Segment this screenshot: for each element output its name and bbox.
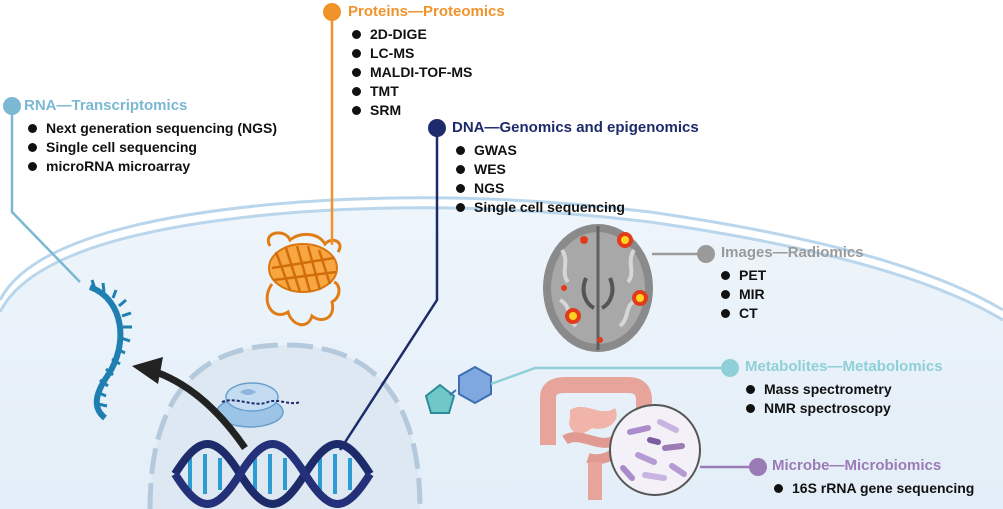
images-dot	[697, 245, 715, 263]
dna-connector	[338, 128, 439, 451]
rna-item: microRNA microarray	[24, 157, 277, 176]
dna-title: DNA—Genomics and epigenomics	[452, 119, 699, 136]
proteins-title: Proteins—Proteomics	[348, 3, 505, 20]
dna-item: NGS	[452, 179, 699, 198]
microbe-title: Microbe—Microbiomics	[772, 457, 942, 474]
images-item: CT	[717, 304, 864, 323]
microbe-item: 16S rRNA gene sequencing	[770, 479, 974, 498]
microbe-magnifier	[609, 404, 701, 496]
dna-item: GWAS	[452, 141, 699, 160]
intestine	[540, 377, 652, 500]
nucleus	[147, 342, 423, 509]
proteins-item: LC-MS	[348, 44, 505, 63]
metabolites-title: Metabolites—Metabolomics	[745, 358, 943, 375]
metabolites-connector	[490, 366, 730, 386]
rna-strand	[88, 279, 132, 421]
images-title: Images—Radiomics	[721, 244, 864, 261]
images-item: MIR	[717, 285, 864, 304]
proteins-item: SRM	[348, 101, 505, 120]
microbe-list: 16S rRNA gene sequencing	[770, 479, 974, 498]
metabolites-group: Metabolites—Metabolomics Mass spectromet…	[745, 358, 943, 418]
transcription-complex	[216, 382, 301, 428]
metabolites-item: Mass spectrometry	[742, 380, 943, 399]
rna-dot	[3, 97, 21, 115]
dna-item: WES	[452, 160, 699, 179]
protein-structure	[265, 231, 342, 327]
dna-helix	[171, 440, 374, 508]
rna-item: Single cell sequencing	[24, 138, 277, 157]
connectors	[10, 12, 758, 469]
rna-title: RNA—Transcriptomics	[24, 97, 188, 114]
rna-item: Next generation sequencing (NGS)	[24, 119, 277, 138]
metabolites-item: NMR spectroscopy	[742, 399, 943, 418]
brain-scan	[543, 224, 653, 352]
proteins-item: MALDI-TOF-MS	[348, 63, 505, 82]
connector-dots	[3, 3, 767, 476]
images-item: PET	[717, 266, 864, 285]
proteins-item: TMT	[348, 82, 505, 101]
metabolites-dot	[721, 359, 739, 377]
proteins-item: 2D-DIGE	[348, 25, 505, 44]
microbe-group: Microbe—Microbiomics 16S rRNA gene seque…	[772, 457, 974, 498]
dna-dot	[428, 119, 446, 137]
microbe-dot	[749, 458, 767, 476]
rna-connector	[10, 106, 81, 283]
rna-group: RNA—Transcriptomics Next generation sequ…	[24, 97, 277, 176]
metabolite-molecules	[424, 365, 492, 414]
dna-item: Single cell sequencing	[452, 198, 699, 217]
transcription-arrow	[132, 357, 248, 450]
rna-list: Next generation sequencing (NGS)Single c…	[24, 119, 277, 176]
proteins-dot	[323, 3, 341, 21]
